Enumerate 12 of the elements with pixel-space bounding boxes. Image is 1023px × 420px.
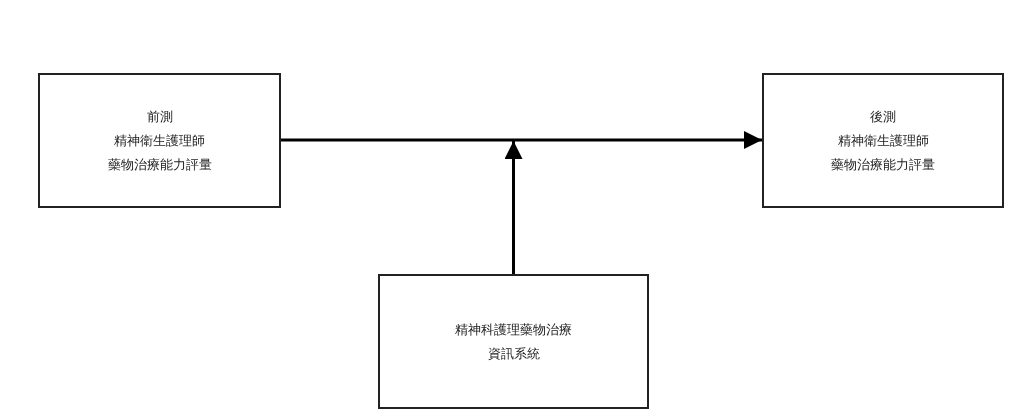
arrow <box>504 141 523 274</box>
box-text: 藥物治療能力評量 <box>831 155 935 174</box>
box-text: 精神科護理藥物治療資訊系統 <box>454 320 573 363</box>
arrow <box>281 131 762 149</box>
box-text: 後測 <box>870 107 896 126</box>
box-text: 藥物治療能力評量 <box>107 155 212 174</box>
box-text: 精神衛生護理師 <box>837 131 929 150</box>
process-box <box>762 73 1004 208</box>
box-text: 精神衛生護理師 <box>114 131 205 150</box>
process-box <box>38 73 281 208</box>
process-box <box>378 274 649 409</box>
box-text: 前測 <box>146 107 173 126</box>
